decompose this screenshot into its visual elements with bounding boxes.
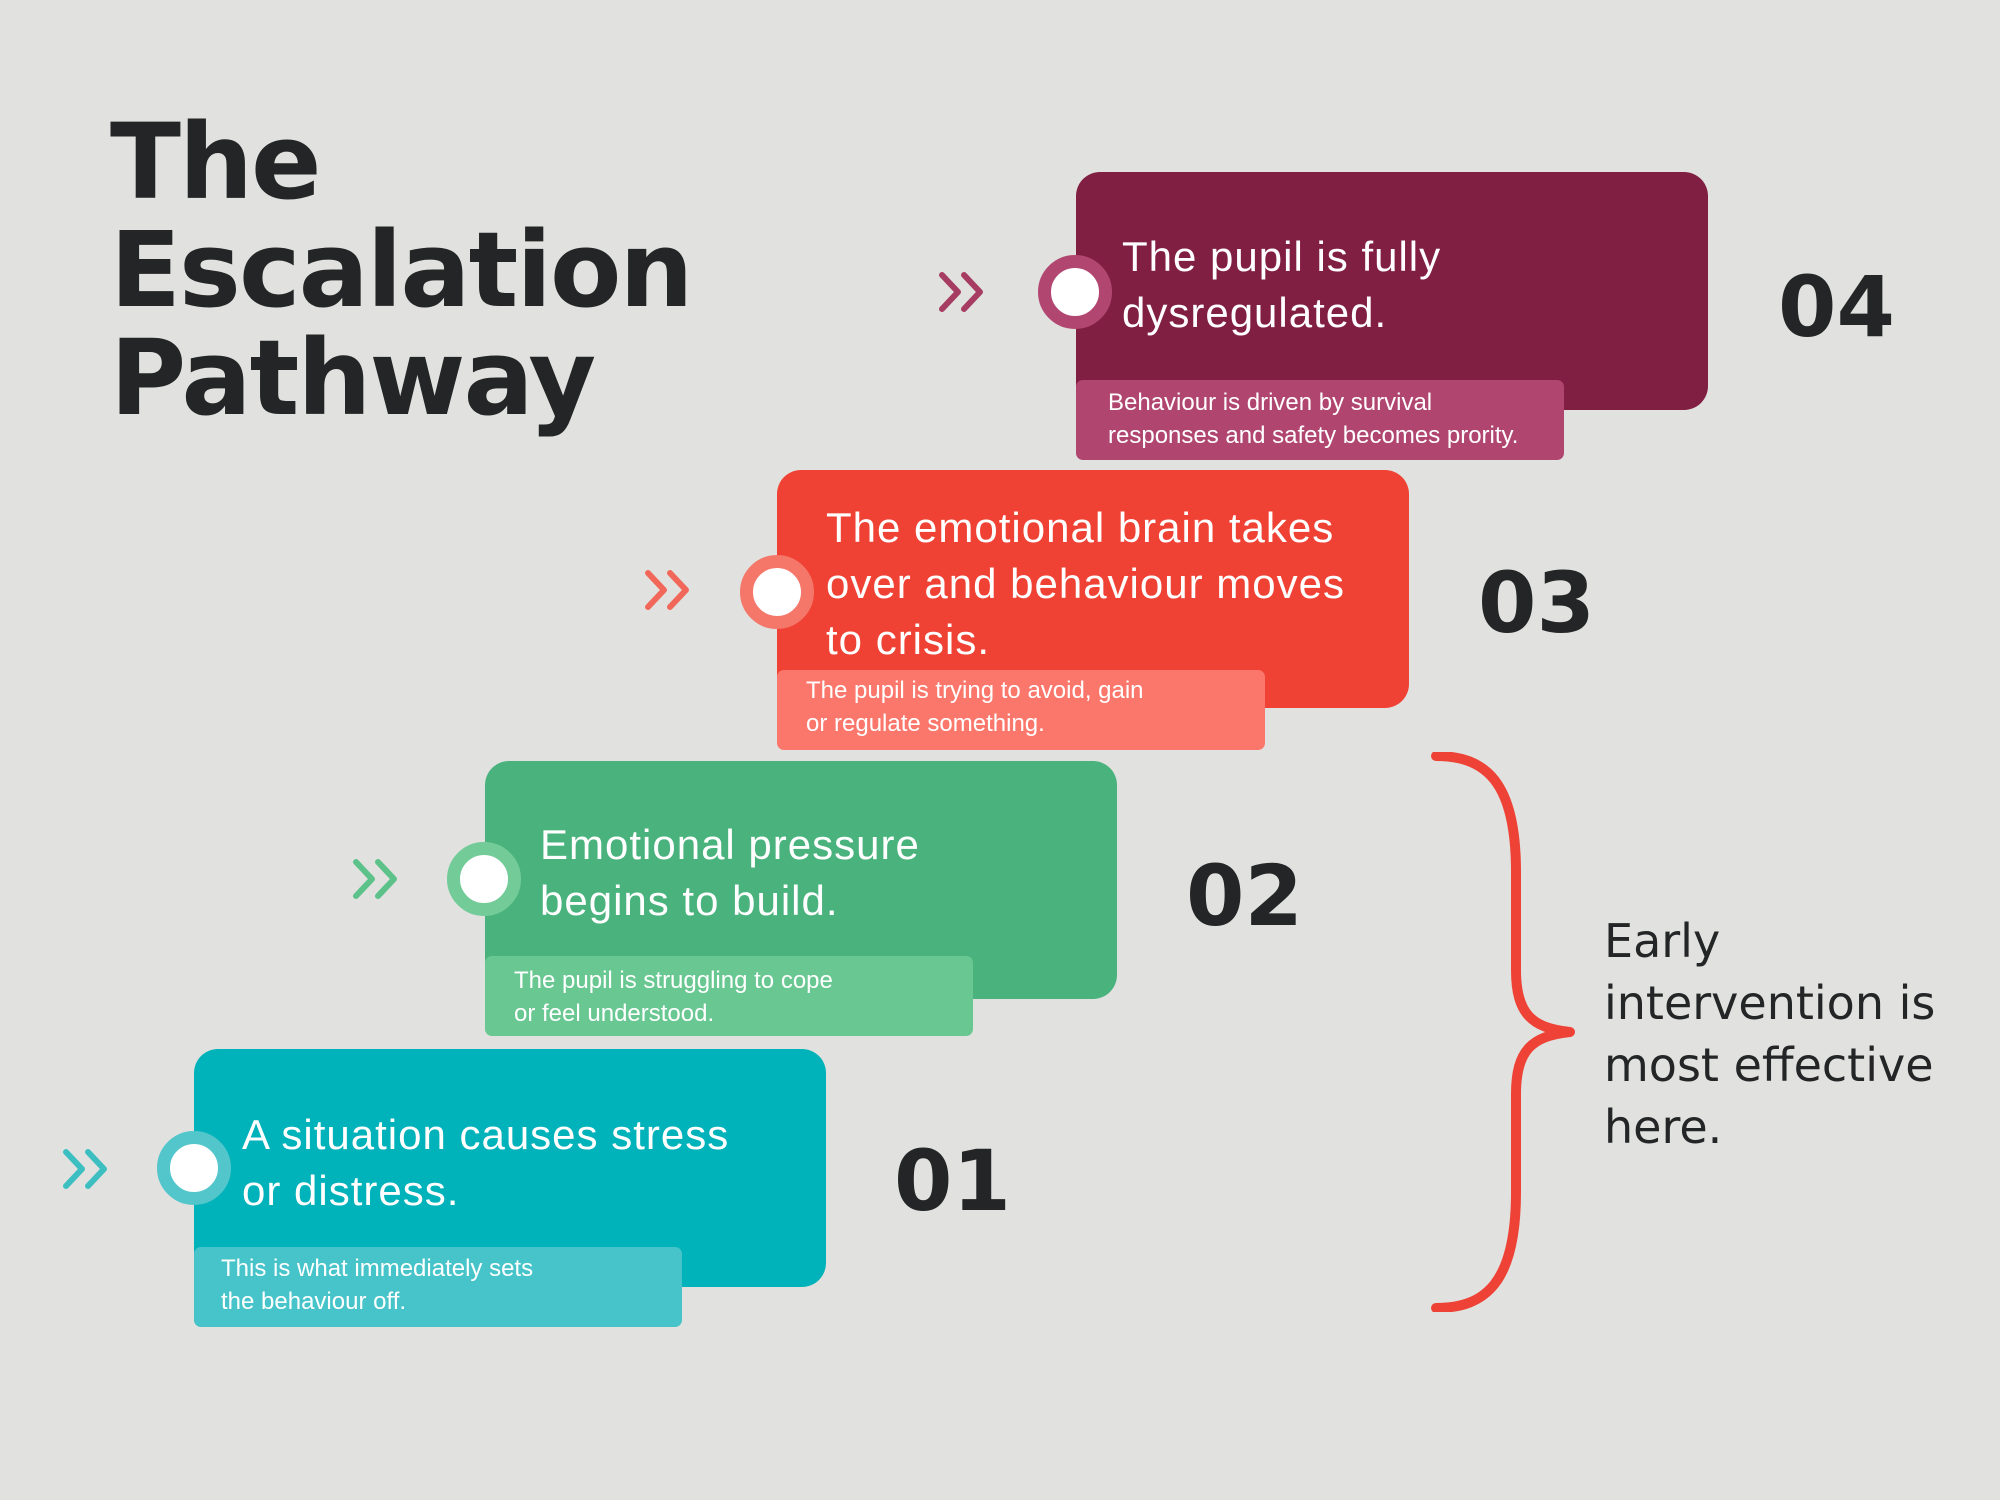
step-number: 03 (1478, 554, 1595, 652)
step-node-circle (1038, 255, 1112, 329)
step-note (485, 956, 973, 1036)
curly-brace-icon (1431, 752, 1575, 1312)
step-description: This is what immediately sets the behavi… (221, 1255, 534, 1315)
step-heading: The emotional brain takes over and behav… (826, 504, 1345, 663)
step-heading: Emotional pressure begins to build. (540, 821, 920, 924)
step-number: 01 (894, 1132, 1011, 1230)
step-heading: The pupil is fully dysregulated. (1122, 233, 1442, 336)
step-description: The pupil is struggling to cope or feel … (514, 967, 833, 1027)
step-note (1076, 380, 1564, 460)
step-description: Behaviour is driven by survival response… (1108, 389, 1519, 449)
early-intervention-callout: Early intervention is most effective her… (1604, 914, 1936, 1154)
step-box (1076, 172, 1708, 410)
step-node-circle (157, 1131, 231, 1205)
double-chevron-right-icon (645, 570, 689, 610)
step-note (194, 1247, 682, 1327)
page-title: The Escalation Pathway (110, 101, 693, 439)
step-heading: A situation causes stress or distress. (242, 1111, 730, 1214)
step-node-circle (447, 842, 521, 916)
step-description: The pupil is trying to avoid, gain or re… (806, 677, 1144, 737)
double-chevron-right-icon (353, 859, 397, 899)
step-node-circle (740, 555, 814, 629)
double-chevron-right-icon (939, 272, 983, 312)
step-number: 04 (1778, 258, 1895, 356)
step-box (777, 470, 1409, 708)
double-chevron-right-icon (63, 1149, 107, 1189)
step-note (777, 670, 1265, 750)
step-number: 02 (1186, 847, 1303, 945)
